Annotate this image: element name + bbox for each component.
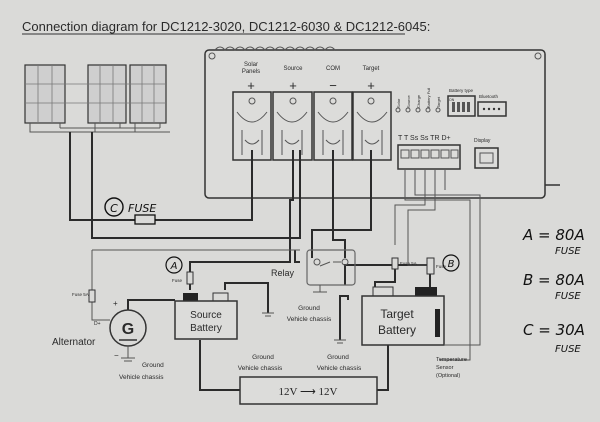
svg-text:Fuse: Fuse — [436, 264, 447, 269]
diagram-title: Connection diagram for DC1212-3020, DC12… — [22, 19, 430, 34]
svg-text:COM: COM — [326, 66, 340, 72]
svg-text:Sensor: Sensor — [436, 365, 454, 371]
svg-text:Battery Full: Battery Full — [426, 88, 431, 108]
svg-text:ON: ON — [449, 98, 455, 102]
svg-text:Ground: Ground — [327, 354, 349, 361]
terminal-com[interactable]: COM − — [313, 66, 353, 161]
svg-text:Alternator: Alternator — [52, 337, 96, 348]
target-battery: Target Battery Ground Vehicle chassis Te… — [317, 286, 467, 379]
svg-text:Target: Target — [436, 96, 441, 108]
svg-text:Charge: Charge — [416, 94, 421, 108]
svg-text:Temperature: Temperature — [436, 357, 467, 363]
dc-dc-converter: 12V ⟶ 12V — [239, 376, 378, 405]
fuse-5a-target: Fuse 5A — [391, 257, 417, 270]
svg-text:C = 30A: C = 30A — [523, 321, 585, 339]
led-solar: Solar — [395, 98, 401, 113]
svg-text:B = 80A: B = 80A — [523, 271, 585, 289]
svg-text:+: + — [367, 78, 375, 93]
svg-text:C: C — [110, 202, 118, 215]
svg-text:Battery: Battery — [378, 323, 416, 337]
svg-text:Battery type: Battery type — [449, 88, 474, 93]
battery-type-dip-switch[interactable]: Battery type ON — [447, 88, 476, 117]
svg-text:Relay: Relay — [271, 268, 295, 278]
relay-ground-label: Ground Vehicle chassis — [287, 305, 332, 323]
svg-text:Solar: Solar — [244, 62, 258, 68]
svg-text:Target: Target — [380, 307, 414, 321]
terminal-solar[interactable]: Solar Panels + — [232, 62, 272, 161]
signal-terminal-strip[interactable]: T T Ss Ss TR D+ — [397, 135, 461, 170]
svg-text:Fuse: Fuse — [172, 278, 183, 283]
svg-text:−: − — [329, 78, 337, 93]
svg-text:FUSE: FUSE — [128, 202, 156, 215]
wiring — [69, 132, 481, 391]
svg-text:D+: D+ — [94, 321, 101, 327]
svg-text:T T Ss Ss TR D+: T T Ss Ss TR D+ — [398, 135, 451, 142]
svg-text:Bluetooth: Bluetooth — [479, 94, 499, 99]
solar-panels — [24, 64, 170, 133]
svg-text:−: − — [114, 351, 119, 360]
svg-text:A: A — [170, 261, 178, 272]
bluetooth-port[interactable]: Bluetooth — [477, 94, 507, 117]
svg-text:Fuse 5A: Fuse 5A — [72, 292, 89, 297]
svg-text:Target: Target — [363, 66, 380, 72]
svg-text:Source: Source — [190, 310, 222, 321]
terminal-source[interactable]: Source + — [272, 66, 313, 161]
charge-controller: Solar Panels + Source + COM − Target + — [204, 46, 560, 199]
svg-text:FUSE: FUSE — [555, 291, 581, 302]
svg-text:+: + — [113, 299, 118, 308]
fuse-5a-alternator: Fuse 5A — [72, 289, 96, 303]
source-battery: Source Battery Ground Vehicle chassis — [174, 292, 283, 372]
temperature-sensor — [435, 309, 440, 337]
led-source: Source — [405, 95, 411, 113]
svg-text:+: + — [247, 78, 255, 93]
svg-text:Ground: Ground — [298, 305, 320, 312]
svg-text:+: + — [289, 78, 297, 93]
svg-text:FUSE: FUSE — [555, 344, 581, 355]
svg-text:A = 80A: A = 80A — [522, 226, 585, 244]
svg-text:Ground: Ground — [142, 362, 164, 369]
status-leds: Solar Source Charge Battery Full Target — [395, 88, 441, 113]
handwritten-fuse-notes: A = 80A FUSE B = 80A FUSE C = 30A FUSE — [522, 226, 585, 355]
led-battery-full: Battery Full — [425, 88, 431, 113]
svg-text:Vehicle chassis: Vehicle chassis — [287, 316, 332, 323]
fuse-b: Fuse B — [426, 254, 460, 275]
terminal-block: Solar Panels + Source + COM − Target + — [232, 62, 392, 161]
svg-text:Source: Source — [283, 66, 303, 72]
svg-text:12V ⟶ 12V: 12V ⟶ 12V — [279, 386, 338, 398]
svg-text:Vehicle chassis: Vehicle chassis — [238, 365, 283, 372]
svg-text:B: B — [448, 259, 455, 270]
svg-text:Fuse 5A: Fuse 5A — [400, 261, 417, 266]
svg-text:Vehicle chassis: Vehicle chassis — [119, 374, 164, 381]
fuse-a: A Fuse — [165, 256, 194, 285]
svg-text:Ground: Ground — [252, 354, 274, 361]
svg-text:Battery: Battery — [190, 323, 222, 334]
svg-text:G: G — [122, 321, 134, 338]
led-charge: Charge — [415, 94, 421, 113]
alternator: G + − D+ Alternator Ground Vehicle chass… — [52, 299, 164, 381]
svg-text:Source: Source — [406, 95, 411, 108]
svg-text:Solar: Solar — [396, 98, 401, 108]
svg-text:(Optional): (Optional) — [436, 373, 460, 379]
svg-text:Display: Display — [474, 138, 491, 144]
display-port[interactable]: Display — [474, 138, 499, 169]
fuse-c: C FUSE — [104, 197, 156, 225]
svg-text:FUSE: FUSE — [555, 246, 581, 257]
led-target: Target — [435, 96, 441, 113]
svg-text:Panels: Panels — [242, 69, 260, 75]
relay: Relay — [271, 249, 356, 293]
svg-text:Vehicle chassis: Vehicle chassis — [317, 365, 362, 372]
